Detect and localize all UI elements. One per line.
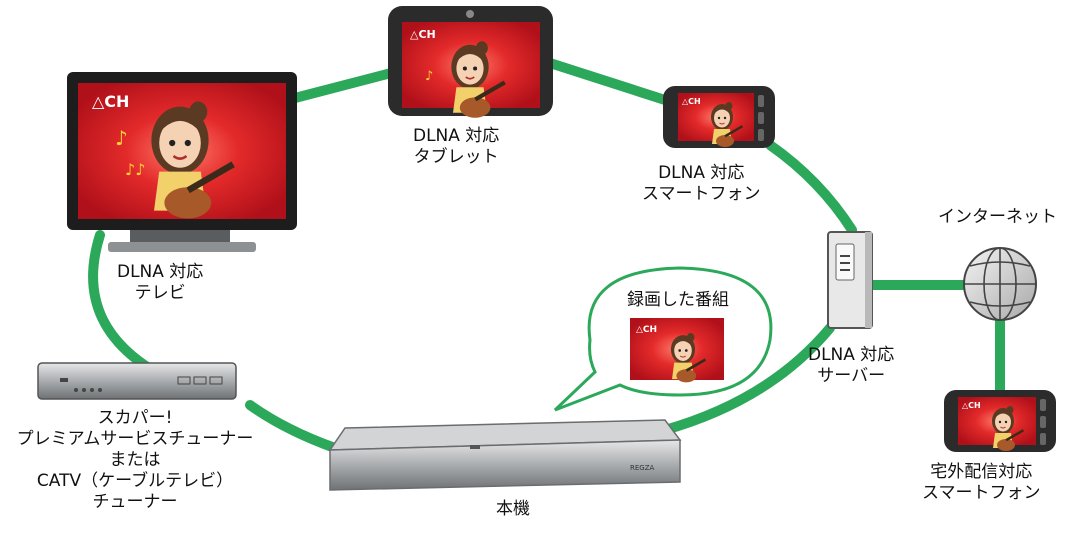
svg-text:♪: ♪ bbox=[115, 126, 128, 150]
tuner-box-icon bbox=[37, 362, 237, 400]
phone-label-line: DLNA 対応 bbox=[658, 163, 745, 183]
tablet-icon: △CH ♪ bbox=[388, 6, 553, 119]
tuner-label-line: スカパー! bbox=[97, 408, 173, 428]
tv-label-line: テレビ bbox=[134, 283, 186, 303]
phone-label-line: スマートフォン bbox=[642, 184, 761, 204]
tablet-label: DLNA 対応 タブレット bbox=[413, 126, 499, 168]
tv-label-line: DLNA 対応 bbox=[117, 262, 204, 282]
remote-phone-label: 宅外配信対応 スマートフォン bbox=[922, 462, 1041, 504]
server-label-line: サーバー bbox=[817, 366, 886, 386]
tuner-label: スカパー! プレミアムサービスチューナー または CATV（ケーブルテレビ） チ… bbox=[0, 408, 270, 513]
tablet-label-line: DLNA 対応 bbox=[413, 126, 500, 146]
network-links bbox=[88, 50, 1005, 453]
tuner-label-line: チューナー bbox=[92, 492, 178, 512]
svg-text:△CH: △CH bbox=[410, 28, 436, 41]
link-ring bbox=[88, 50, 857, 453]
recorder-label-line: 本機 bbox=[496, 499, 530, 519]
tablet-label-line: タブレット bbox=[413, 147, 499, 167]
server-icon bbox=[827, 231, 873, 329]
server-label-line: DLNA 対応 bbox=[808, 345, 895, 365]
svg-text:♪: ♪ bbox=[425, 69, 433, 84]
phone-label: DLNA 対応 スマートフォン bbox=[642, 163, 761, 205]
tuner-label-line: または bbox=[109, 450, 161, 470]
svg-text:△CH: △CH bbox=[636, 325, 657, 335]
svg-text:♪♪: ♪♪ bbox=[125, 160, 145, 179]
tv-label: DLNA 対応 テレビ bbox=[117, 262, 203, 304]
remote-phone-label-line: 宅外配信対応 bbox=[930, 462, 1033, 482]
tuner-label-line: プレミアムサービスチューナー bbox=[16, 429, 254, 449]
remote-phone-label-line: スマートフォン bbox=[922, 483, 1041, 503]
tuner-label-line: CATV（ケーブルテレビ） bbox=[36, 471, 234, 491]
recorded-program-label-line: 録画した番組 bbox=[627, 290, 729, 310]
recorded-program-label: 録画した番組 bbox=[627, 290, 729, 311]
internet-label: インターネット bbox=[938, 207, 1057, 228]
tv-channel-logo: △CH bbox=[92, 92, 129, 111]
recorder-icon: REGZA bbox=[328, 419, 682, 491]
internet-label-line: インターネット bbox=[938, 207, 1057, 227]
speech-balloon-icon: △CH bbox=[553, 266, 773, 412]
brand-mark: REGZA bbox=[630, 464, 655, 472]
tv-icon: △CH ♪ ♪♪ bbox=[67, 72, 297, 252]
svg-text:△CH: △CH bbox=[682, 97, 701, 106]
remote-smartphone-icon: △CH bbox=[944, 390, 1056, 452]
server-label: DLNA 対応 サーバー bbox=[808, 345, 894, 387]
recorder-label: 本機 bbox=[496, 499, 530, 520]
svg-text:△CH: △CH bbox=[962, 401, 981, 410]
internet-globe-icon bbox=[963, 247, 1037, 321]
smartphone-icon: △CH bbox=[663, 86, 775, 148]
